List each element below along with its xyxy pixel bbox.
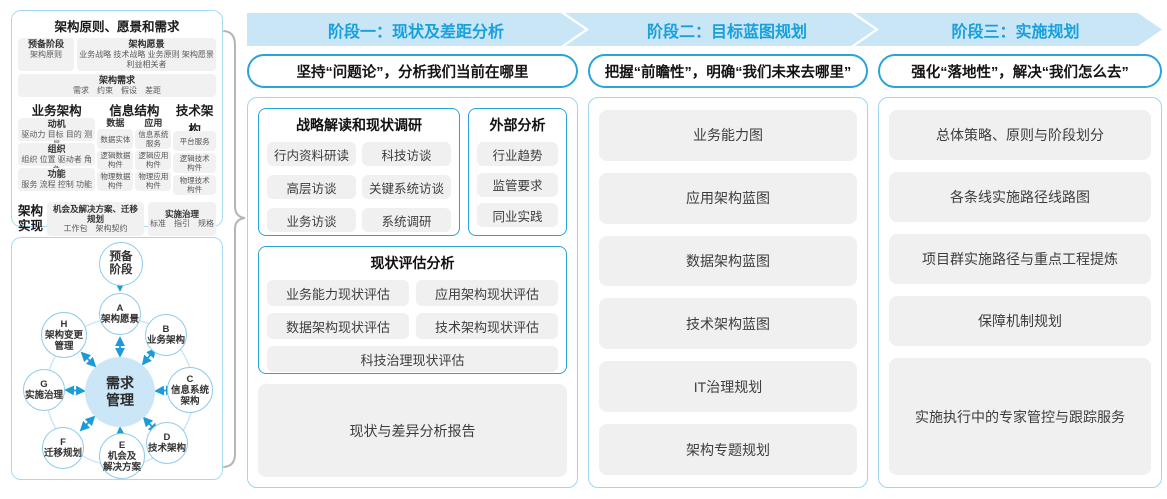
phase3-subtitle: 强化“落地性”，解决“我们怎么去” <box>878 54 1162 88</box>
assessment-item: 数据架构现状评估 <box>267 313 409 339</box>
implementation-governance-box: 实施治理 标准 指引 规格 <box>147 202 216 236</box>
requirements-row: 架构需求 需求 约束 假设 差距 <box>18 74 216 97</box>
application-subcolumn: 应用 信息系统 服务 逻辑应用 构件 物理应用 构件 <box>135 116 172 191</box>
phase2-banner: 阶段二：目标蓝图规划 <box>565 13 875 46</box>
implementation-item: 保障机制规划 <box>889 296 1151 346</box>
business-architecture-header: 业务架构 <box>31 104 82 118</box>
physical-app-box: 物理应用 构件 <box>135 171 172 191</box>
survey-item: 系统调研 <box>362 208 451 232</box>
assessment-title: 现状评估分析 <box>370 255 455 271</box>
motivation-box: 动机 驱动力 目标 目的 测量 <box>18 118 96 149</box>
function-box: 功能 服务 流程 控制 功能 <box>18 168 96 191</box>
physical-data-box: 物理数据 构件 <box>97 171 134 191</box>
phase1-subtitle: 坚持“问题论”，分析我们当前在哪里 <box>247 54 578 88</box>
assessment-item: 技术架构现状评估 <box>416 313 558 339</box>
blueprint-item: 数据架构蓝图 <box>599 235 857 287</box>
phase3-content-panel: 总体策略、原则与阶段划分 各条线实施路径线路图 项目群实施路径与重点工程提炼 保… <box>878 97 1162 488</box>
data-entity-box: 数据实体 <box>97 129 134 149</box>
implementation-item: 实施执行中的专家管控与跟踪服务 <box>889 358 1151 475</box>
phase3-banner: 阶段三：实施规划 <box>855 13 1162 46</box>
physical-tech-box: 物理技术 构件 <box>173 175 216 195</box>
framework-panel: 架构原则、愿景和需求 预备阶段 架构原则 架构愿景 业务战略 技术战略 业务原则… <box>11 10 223 236</box>
assessment-item: 业务能力现状评估 <box>267 280 409 306</box>
prep-stage-box: 预备阶段 架构原则 <box>18 38 74 71</box>
external-analysis-title: 外部分析 <box>489 117 546 133</box>
information-structure-header: 信息结构 <box>109 104 160 118</box>
survey-item: 高层访谈 <box>267 175 356 199</box>
assessment-item: 科技治理现状评估 <box>267 346 558 372</box>
adm-node-c-information-systems: C 信息系统 架构 <box>167 367 213 413</box>
brace-connector <box>223 30 246 468</box>
logical-tech-box: 逻辑技术 构件 <box>173 153 216 173</box>
adm-node-requirements-management: 需求 管理 <box>85 357 155 427</box>
requirements-box: 架构需求 需求 约束 假设 差距 <box>18 74 216 97</box>
vision-box: 架构愿景 业务战略 技术战略 业务原则 架构愿景 利益相关者 <box>77 38 216 71</box>
phase2-subtitle: 把握“前瞻性”，明确“我们未来去哪里” <box>588 54 868 88</box>
realization-label: 架构 实现 <box>18 204 44 233</box>
phase1-content-panel: 战略解读和现状调研 行内资料研读 科技访谈 高层访谈 关键系统访谈 业务访谈 系… <box>247 97 578 488</box>
phase1-banner: 阶段一：现状及差距分析 <box>247 13 585 46</box>
technology-architecture-header: 技术架构 <box>175 104 214 137</box>
assessment-box: 现状评估分析 业务能力现状评估 应用架构现状评估 数据架构现状评估 技术架构现状… <box>258 246 567 374</box>
architecture-realization-row: 架构 实现 机会及解决方案、迁移规划 工作包 架构契约 实施治理 标准 指引 规… <box>18 202 216 236</box>
business-architecture-column: 业务架构 动机 驱动力 目标 目的 测量 组织 组织 位置 驱动者 角色 功能 … <box>18 100 96 195</box>
infosystem-service-box: 信息系统 服务 <box>135 129 172 149</box>
survey-item: 行内资料研读 <box>267 142 356 166</box>
external-item: 监管要求 <box>477 172 558 197</box>
prep-stage-body: 架构原则 <box>30 50 62 59</box>
prep-vision-row: 预备阶段 架构原则 架构愿景 业务战略 技术战略 业务原则 架构愿景 利益相关者 <box>18 38 216 71</box>
information-structure-column: 信息结构 数据 数据实体 逻辑数据 构件 物理数据 构件 应用 信息系统 服务 … <box>97 100 172 195</box>
gap-analysis-report-box: 现状与差异分析报告 <box>258 384 567 477</box>
implementation-item: 各条线实施路径线路图 <box>889 172 1151 222</box>
phase2-content-panel: 业务能力图 应用架构蓝图 数据架构蓝图 技术架构蓝图 IT治理规划 架构专题规划 <box>588 97 868 488</box>
blueprint-item: 架构专题规划 <box>599 424 857 475</box>
adm-node-b-business: B 业务架构 <box>145 314 187 356</box>
strategy-survey-box: 战略解读和现状调研 行内资料研读 科技访谈 高层访谈 关键系统访谈 业务访谈 系… <box>258 108 460 236</box>
blueprint-item: 技术架构蓝图 <box>599 298 857 350</box>
blueprint-item: 应用架构蓝图 <box>599 172 857 224</box>
technology-architecture-column: 技术架构 平台服务 逻辑技术 构件 物理技术 构件 <box>173 100 216 195</box>
adm-node-h-change-management: H 架构变更 管理 <box>41 312 87 358</box>
logical-app-box: 逻辑应用 构件 <box>135 150 172 170</box>
survey-item: 业务访谈 <box>267 208 356 232</box>
adm-node-preparation: 预备 阶段 <box>99 242 143 286</box>
survey-item: 科技访谈 <box>362 142 451 166</box>
adm-node-d-technology: D 技术架构 <box>146 422 188 464</box>
assessment-item: 应用架构现状评估 <box>416 280 558 306</box>
implementation-item: 总体策略、原则与阶段划分 <box>889 110 1151 160</box>
vision-title: 架构愿景 <box>128 39 165 49</box>
prep-stage-title: 预备阶段 <box>27 39 64 49</box>
survey-item: 关键系统访谈 <box>362 175 451 199</box>
architecture-columns: 业务架构 动机 驱动力 目标 目的 测量 组织 组织 位置 驱动者 角色 功能 … <box>18 100 216 195</box>
external-analysis-box: 外部分析 行业趋势 监管要求 同业实践 <box>468 108 567 236</box>
opportunities-migration-box: 机会及解决方案、迁移规划 工作包 架构契约 <box>47 202 144 236</box>
adm-node-g-governance: G 实施治理 <box>23 369 65 411</box>
external-item: 同业实践 <box>477 203 558 227</box>
external-item: 行业趋势 <box>477 142 558 166</box>
framework-title: 架构原则、愿景和需求 <box>54 20 180 34</box>
requirements-body: 需求 约束 假设 差距 <box>73 86 161 95</box>
strategy-survey-title: 战略解读和现状调研 <box>296 117 422 133</box>
requirements-title: 架构需求 <box>98 75 135 85</box>
adm-node-a-vision: A 架构愿景 <box>99 293 141 335</box>
adm-cycle-panel: 预备 阶段 A 架构愿景 H 架构变更 管理 B 业务架构 G 实施治理 C 信… <box>11 237 223 480</box>
adm-node-e-opportunities: E 机会及 解决方案 <box>99 433 145 479</box>
blueprint-item: 业务能力图 <box>599 110 857 161</box>
blueprint-item: IT治理规划 <box>599 361 857 413</box>
logical-data-box: 逻辑数据 构件 <box>97 150 134 170</box>
adm-node-f-migration: F 迁移规划 <box>42 427 84 469</box>
platform-service-box: 平台服务 <box>173 131 216 151</box>
data-subcolumn: 数据 数据实体 逻辑数据 构件 物理数据 构件 <box>97 116 134 191</box>
organization-box: 组织 组织 位置 驱动者 角色 <box>18 143 96 174</box>
implementation-item: 项目群实施路径与重点工程提炼 <box>889 234 1151 284</box>
vision-body: 业务战略 技术战略 业务原则 架构愿景 利益相关者 <box>79 50 214 69</box>
